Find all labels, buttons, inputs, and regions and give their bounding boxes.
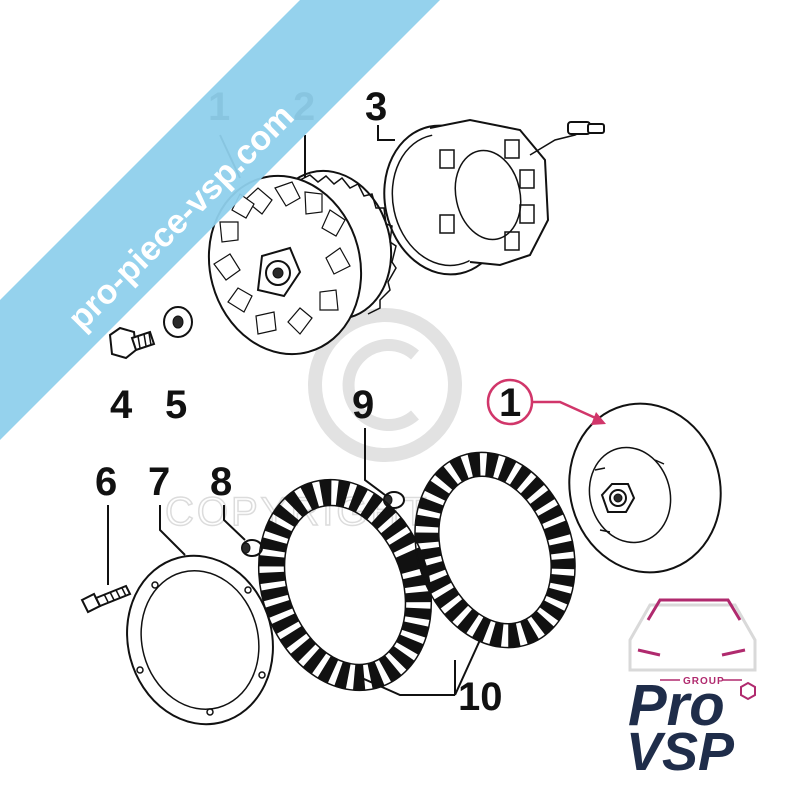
- flywheel-cover-part: [568, 402, 722, 574]
- logo-group-text: GROUP: [683, 676, 725, 687]
- callout-7: 7: [148, 460, 170, 504]
- callout-6: 6: [95, 460, 117, 504]
- callout-10: 10: [458, 675, 503, 719]
- stator-part: [383, 118, 605, 276]
- banner-stripe: [0, 0, 440, 440]
- callout-5: 5: [165, 383, 187, 427]
- bolt-part: [108, 326, 156, 360]
- brand-logo: GROUP Pro VSP: [626, 598, 757, 782]
- logo-vsp-text: VSP: [626, 722, 735, 782]
- vented-ring-rear-part: [414, 451, 576, 649]
- logo-pro-text: Pro: [628, 673, 725, 738]
- copyright-circle-icon: [308, 308, 462, 462]
- callout-9: 9: [352, 383, 374, 427]
- callout-3: 3: [365, 85, 387, 129]
- logo-hex-icon: [740, 681, 756, 701]
- copyright-c-mark: [342, 339, 419, 431]
- screw-part: [80, 584, 132, 614]
- leader-lines: [107, 125, 481, 696]
- callout-1-highlight: 1: [499, 381, 521, 425]
- callout-numbers: 1 2 3 4 5 9 6 7 8 10 1: [95, 85, 521, 719]
- flywheel-fan-part: [207, 169, 397, 356]
- dowel-pin-9-part: [383, 491, 405, 509]
- washer-part: [163, 306, 193, 338]
- gasket-plate-part: [126, 554, 274, 726]
- callout-4: 4: [110, 383, 133, 427]
- car-front-icon: [628, 598, 757, 672]
- callout-8: 8: [210, 460, 232, 504]
- highlight-arrow: [532, 400, 601, 422]
- highlight-callout: [486, 378, 606, 426]
